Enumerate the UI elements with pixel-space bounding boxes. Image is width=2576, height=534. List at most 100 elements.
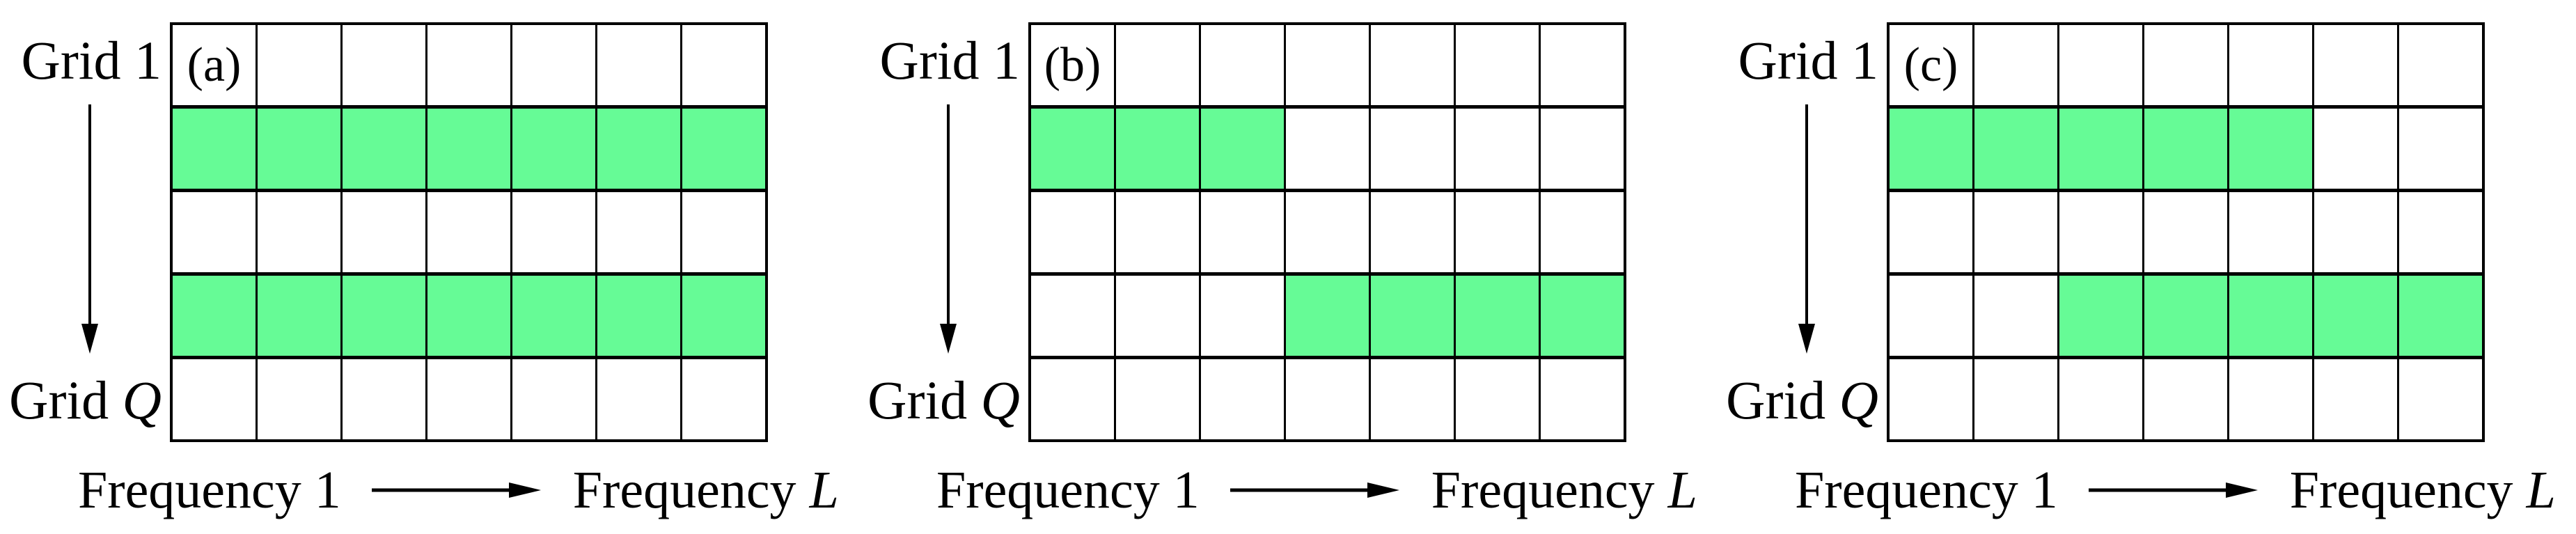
grid-cell xyxy=(1972,272,2059,359)
grid-cell xyxy=(1887,356,1974,442)
panel-label: (a) xyxy=(187,38,242,92)
frequency-L-label: Frequency L xyxy=(2290,464,2556,517)
grid-cell xyxy=(1028,272,1116,359)
grid-q-label: Grid Q xyxy=(858,373,1020,427)
frequency-L-prefix: Frequency xyxy=(572,461,810,519)
grid-cell xyxy=(340,22,427,108)
frequency-grid: (a) xyxy=(170,22,768,442)
grid-cell xyxy=(1114,272,1201,359)
grid-row xyxy=(1028,105,1626,192)
grid-1-label: Grid 1 xyxy=(879,30,1020,91)
grid-cell xyxy=(256,356,343,442)
x-axis-labels: Frequency 1 Frequency L xyxy=(1717,448,2575,532)
right-arrow-icon xyxy=(371,482,541,498)
grid-cell xyxy=(2312,105,2399,192)
grid-cell xyxy=(2227,356,2314,442)
grid-cell xyxy=(170,189,258,275)
grid-row: (c) xyxy=(1887,22,2485,108)
grid-cell xyxy=(2057,22,2144,108)
grid-cell xyxy=(2057,356,2144,442)
grid-row xyxy=(1887,105,2485,192)
grid-q-var: Q xyxy=(1839,370,1878,430)
grid-cell xyxy=(1199,22,1286,108)
grid-row xyxy=(170,272,768,359)
grid-cell xyxy=(2142,356,2229,442)
panel-label: (c) xyxy=(1903,38,1958,92)
grid-cell xyxy=(2397,356,2485,442)
grid-cell xyxy=(1199,356,1286,442)
grid-q-prefix: Grid xyxy=(9,370,123,430)
grid-cell-occupied xyxy=(2142,105,2229,192)
grid-cell xyxy=(595,22,682,108)
frequency-1-label: Frequency 1 xyxy=(936,461,1200,519)
frequency-L-var: L xyxy=(2526,461,2556,519)
grid-cell xyxy=(1199,189,1286,275)
frequency-L-label: Frequency L xyxy=(573,464,839,517)
grid-q-label: Grid Q xyxy=(0,373,162,427)
grid-q-var: Q xyxy=(122,370,162,430)
grid-cell xyxy=(1369,22,1456,108)
x-axis-labels: Frequency 1 Frequency L xyxy=(0,448,858,532)
grid-cell xyxy=(340,356,427,442)
grid-cell xyxy=(1972,189,2059,275)
grid-cell xyxy=(1284,356,1371,442)
frequency-1-label: Frequency 1 xyxy=(78,461,341,519)
down-arrow-icon xyxy=(1798,104,1815,354)
grid-cell xyxy=(1028,356,1116,442)
grid-row xyxy=(1028,189,1626,275)
grid-cell xyxy=(1284,105,1371,192)
grid-cell-occupied xyxy=(1199,105,1286,192)
frequency-L-var: L xyxy=(1667,461,1697,519)
grid-cell-occupied xyxy=(170,105,258,192)
grid-cell xyxy=(2057,189,2144,275)
grid-cell xyxy=(425,22,512,108)
grid-row xyxy=(1028,272,1626,359)
grid-q-label: Grid Q xyxy=(1717,373,1878,427)
grid-cell: (b) xyxy=(1028,22,1116,108)
down-arrow-icon xyxy=(940,104,957,354)
grid-cell-occupied xyxy=(2397,272,2485,359)
grid-cell xyxy=(1114,189,1201,275)
grid-row: (b) xyxy=(1028,22,1626,108)
grid-row xyxy=(1028,356,1626,442)
grid-cell xyxy=(1369,105,1456,192)
grid-cell xyxy=(256,189,343,275)
grid-row xyxy=(1887,189,2485,275)
frequency-grid: (c) xyxy=(1887,22,2485,442)
grid-cell xyxy=(595,189,682,275)
grid-cell-occupied xyxy=(1114,105,1201,192)
panel-b: Grid 1 Grid Q (b) Frequency 1 Frequency … xyxy=(858,0,1717,534)
frequency-1-label: Frequency 1 xyxy=(1795,461,2058,519)
grid-cell xyxy=(1454,189,1541,275)
panel-label: (b) xyxy=(1044,38,1101,92)
frequency-L-prefix: Frequency xyxy=(1431,461,1668,519)
grid-cell xyxy=(1369,356,1456,442)
grid-cell-occupied xyxy=(510,105,597,192)
x-axis-labels: Frequency 1 Frequency L xyxy=(858,448,1717,532)
frequency-grid: (b) xyxy=(1028,22,1626,442)
grid-cell-occupied xyxy=(680,105,768,192)
grid-cell-occupied xyxy=(340,105,427,192)
grid-cell xyxy=(2397,22,2485,108)
grid-cell xyxy=(680,189,768,275)
grid-cell xyxy=(2312,22,2399,108)
grid-cell-occupied xyxy=(2227,272,2314,359)
frequency-L-label: Frequency L xyxy=(1431,464,1697,517)
grid-row xyxy=(170,356,768,442)
grid-cell-occupied xyxy=(595,105,682,192)
grid-cell xyxy=(510,356,597,442)
grid-cell-occupied xyxy=(680,272,768,359)
grid-cell xyxy=(425,189,512,275)
grid-cell xyxy=(2312,356,2399,442)
grid-cell-occupied xyxy=(170,272,258,359)
grid-cell xyxy=(1539,105,1626,192)
grid-cell xyxy=(2397,105,2485,192)
grid-cell: (c) xyxy=(1887,22,1974,108)
grid-cell xyxy=(1454,22,1541,108)
grid-cell xyxy=(2397,189,2485,275)
grid-cell xyxy=(2312,189,2399,275)
grid-cell xyxy=(2227,189,2314,275)
grid-cell-occupied xyxy=(2057,272,2144,359)
grid-cell-occupied xyxy=(256,105,343,192)
grid-cell xyxy=(1114,356,1201,442)
